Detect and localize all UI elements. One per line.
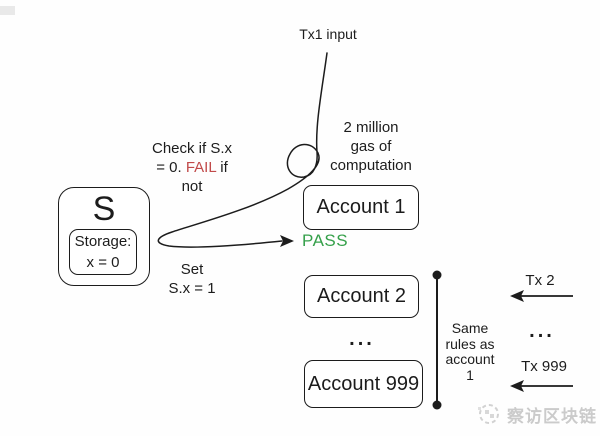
account2-node: Account 2 bbox=[304, 275, 419, 318]
account1-node: Account 1 bbox=[303, 185, 419, 230]
storage-label: Storage: bbox=[74, 233, 132, 250]
state-node: S Storage: x = 0 bbox=[58, 187, 150, 286]
check-condition-note: Check if S.x = 0. FAIL if not bbox=[128, 139, 256, 196]
tx-ellipsis: ... bbox=[529, 320, 555, 342]
tx2-arrowhead-icon bbox=[510, 290, 524, 302]
state-node-title: S bbox=[92, 190, 116, 228]
bracket-top-dot bbox=[432, 270, 442, 280]
gas-note-line3: computation bbox=[330, 157, 412, 174]
set-note-line1: Set bbox=[180, 261, 204, 278]
pass-label: PASS bbox=[302, 231, 349, 250]
check-note-line2-pre: = 0. bbox=[156, 159, 186, 176]
pass-arrowhead-icon bbox=[280, 235, 294, 247]
same-rules-line3: account bbox=[445, 351, 495, 367]
same-rules-line4: 1 bbox=[466, 366, 474, 383]
check-note-line2-post: if bbox=[216, 159, 228, 176]
scan-artifact bbox=[0, 6, 15, 15]
same-rules-note: Same rules as account 1 bbox=[438, 320, 502, 383]
gas-note: 2 million gas of computation bbox=[311, 118, 431, 175]
tx999-arrowhead-icon bbox=[510, 380, 524, 392]
set-note-line2: S.x = 1 bbox=[168, 280, 216, 297]
account1-label: Account 1 bbox=[316, 196, 406, 218]
tx2-label: Tx 2 bbox=[525, 272, 555, 289]
watermark: 察访区块链 bbox=[474, 401, 597, 427]
gas-note-line1: 2 million bbox=[343, 119, 399, 136]
fail-text: FAIL bbox=[185, 159, 217, 176]
tx1-flow-curve bbox=[157, 52, 328, 248]
tx1-input-label: Tx1 input bbox=[299, 26, 357, 42]
account999-node: Account 999 bbox=[304, 360, 423, 408]
check-note-line3: not bbox=[181, 178, 203, 195]
brand-text: 察访区块链 bbox=[507, 406, 597, 426]
storage-box: Storage: x = 0 bbox=[69, 229, 137, 275]
gas-note-line2: gas of bbox=[350, 138, 392, 155]
check-note-line1: Check if S.x bbox=[151, 140, 233, 157]
same-rules-line1: Same bbox=[451, 320, 489, 336]
account999-label: Account 999 bbox=[307, 372, 420, 395]
brand-logo-icon bbox=[478, 404, 499, 424]
accounts-ellipsis: ... bbox=[349, 328, 375, 350]
bracket-bottom-dot bbox=[432, 400, 442, 410]
storage-value: x = 0 bbox=[86, 254, 120, 271]
set-note: Set S.x = 1 bbox=[152, 260, 232, 298]
same-rules-line2: rules as bbox=[445, 335, 495, 352]
account2-label: Account 2 bbox=[317, 285, 406, 307]
tx999-label: Tx 999 bbox=[521, 358, 567, 375]
check-note-line2: = 0. FAIL if bbox=[128, 158, 256, 177]
